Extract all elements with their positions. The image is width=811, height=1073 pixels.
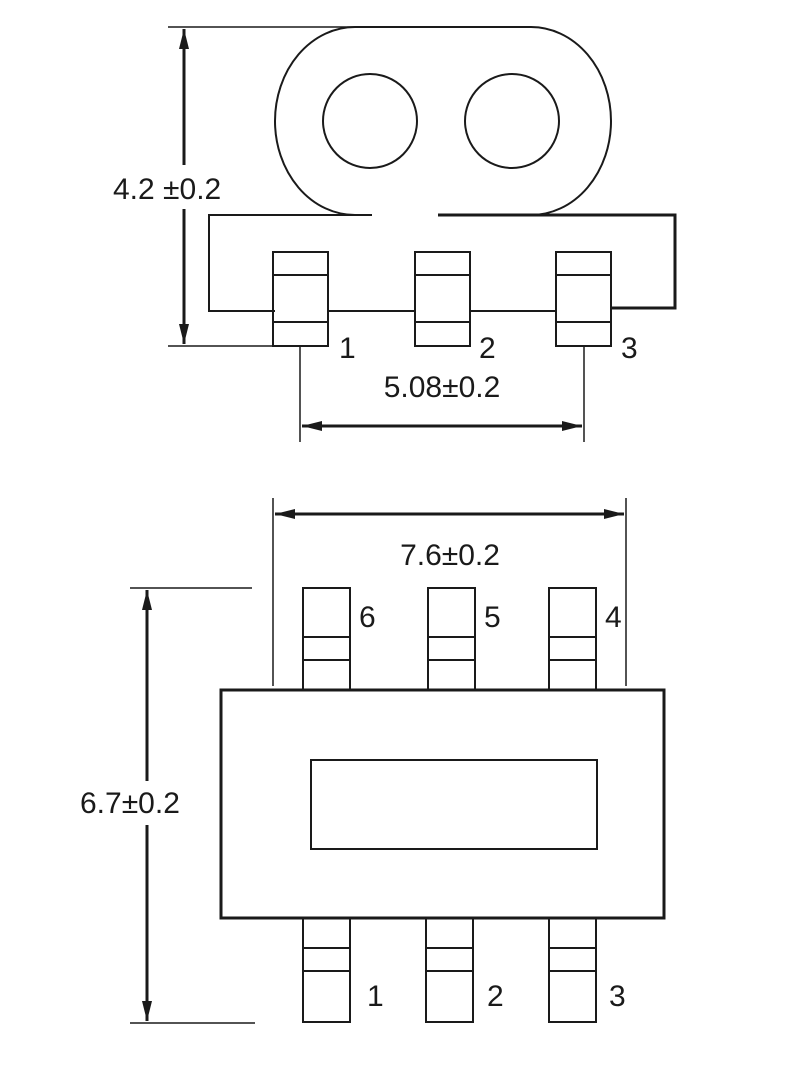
base-outline-right bbox=[438, 213, 677, 310]
bottom-width-dimension-label: 7.6±0.2 bbox=[400, 539, 500, 572]
body-height-label-mask bbox=[80, 781, 212, 825]
bottom-pad-2 bbox=[425, 917, 474, 1023]
bottom-height-dimension-label: 6.7±0.2 bbox=[80, 787, 180, 820]
window-opening bbox=[310, 759, 598, 850]
bottom-pad-3 bbox=[548, 917, 597, 1023]
top-pin-label-2: 2 bbox=[479, 332, 496, 365]
top-pad-1 bbox=[272, 251, 329, 347]
lens-right bbox=[464, 73, 560, 169]
bottom-pin-label-4: 4 bbox=[605, 601, 622, 634]
top-view: 1 2 3 4.2 ±0.2 5.08±0.2 bbox=[108, 26, 677, 442]
height-label-mask bbox=[108, 165, 256, 209]
bottom-pin-label-6: 6 bbox=[359, 601, 376, 634]
top-pitch-dimension-label: 5.08±0.2 bbox=[384, 371, 501, 404]
lens-left bbox=[322, 73, 418, 169]
top-pad-2 bbox=[414, 251, 471, 347]
bottom-pin-label-3: 3 bbox=[609, 980, 626, 1013]
bottom-pin-label-5: 5 bbox=[484, 601, 501, 634]
top-pad-3 bbox=[555, 251, 612, 347]
bottom-pin-label-1: 1 bbox=[367, 980, 384, 1013]
lens-housing-outline bbox=[274, 26, 612, 216]
bottom-pad-1 bbox=[302, 917, 351, 1023]
bottom-pad-4 bbox=[548, 587, 597, 691]
bottom-pad-6 bbox=[302, 587, 351, 691]
bottom-pin-label-2: 2 bbox=[487, 980, 504, 1013]
top-height-dimension-label: 4.2 ±0.2 bbox=[113, 173, 221, 206]
top-pin-label-1: 1 bbox=[339, 332, 356, 365]
base-outline bbox=[208, 214, 372, 312]
top-pin-label-3: 3 bbox=[621, 332, 638, 365]
bottom-view: 7.6±0.2 6 5 4 bbox=[80, 498, 666, 1024]
bottom-pad-5 bbox=[427, 587, 476, 691]
